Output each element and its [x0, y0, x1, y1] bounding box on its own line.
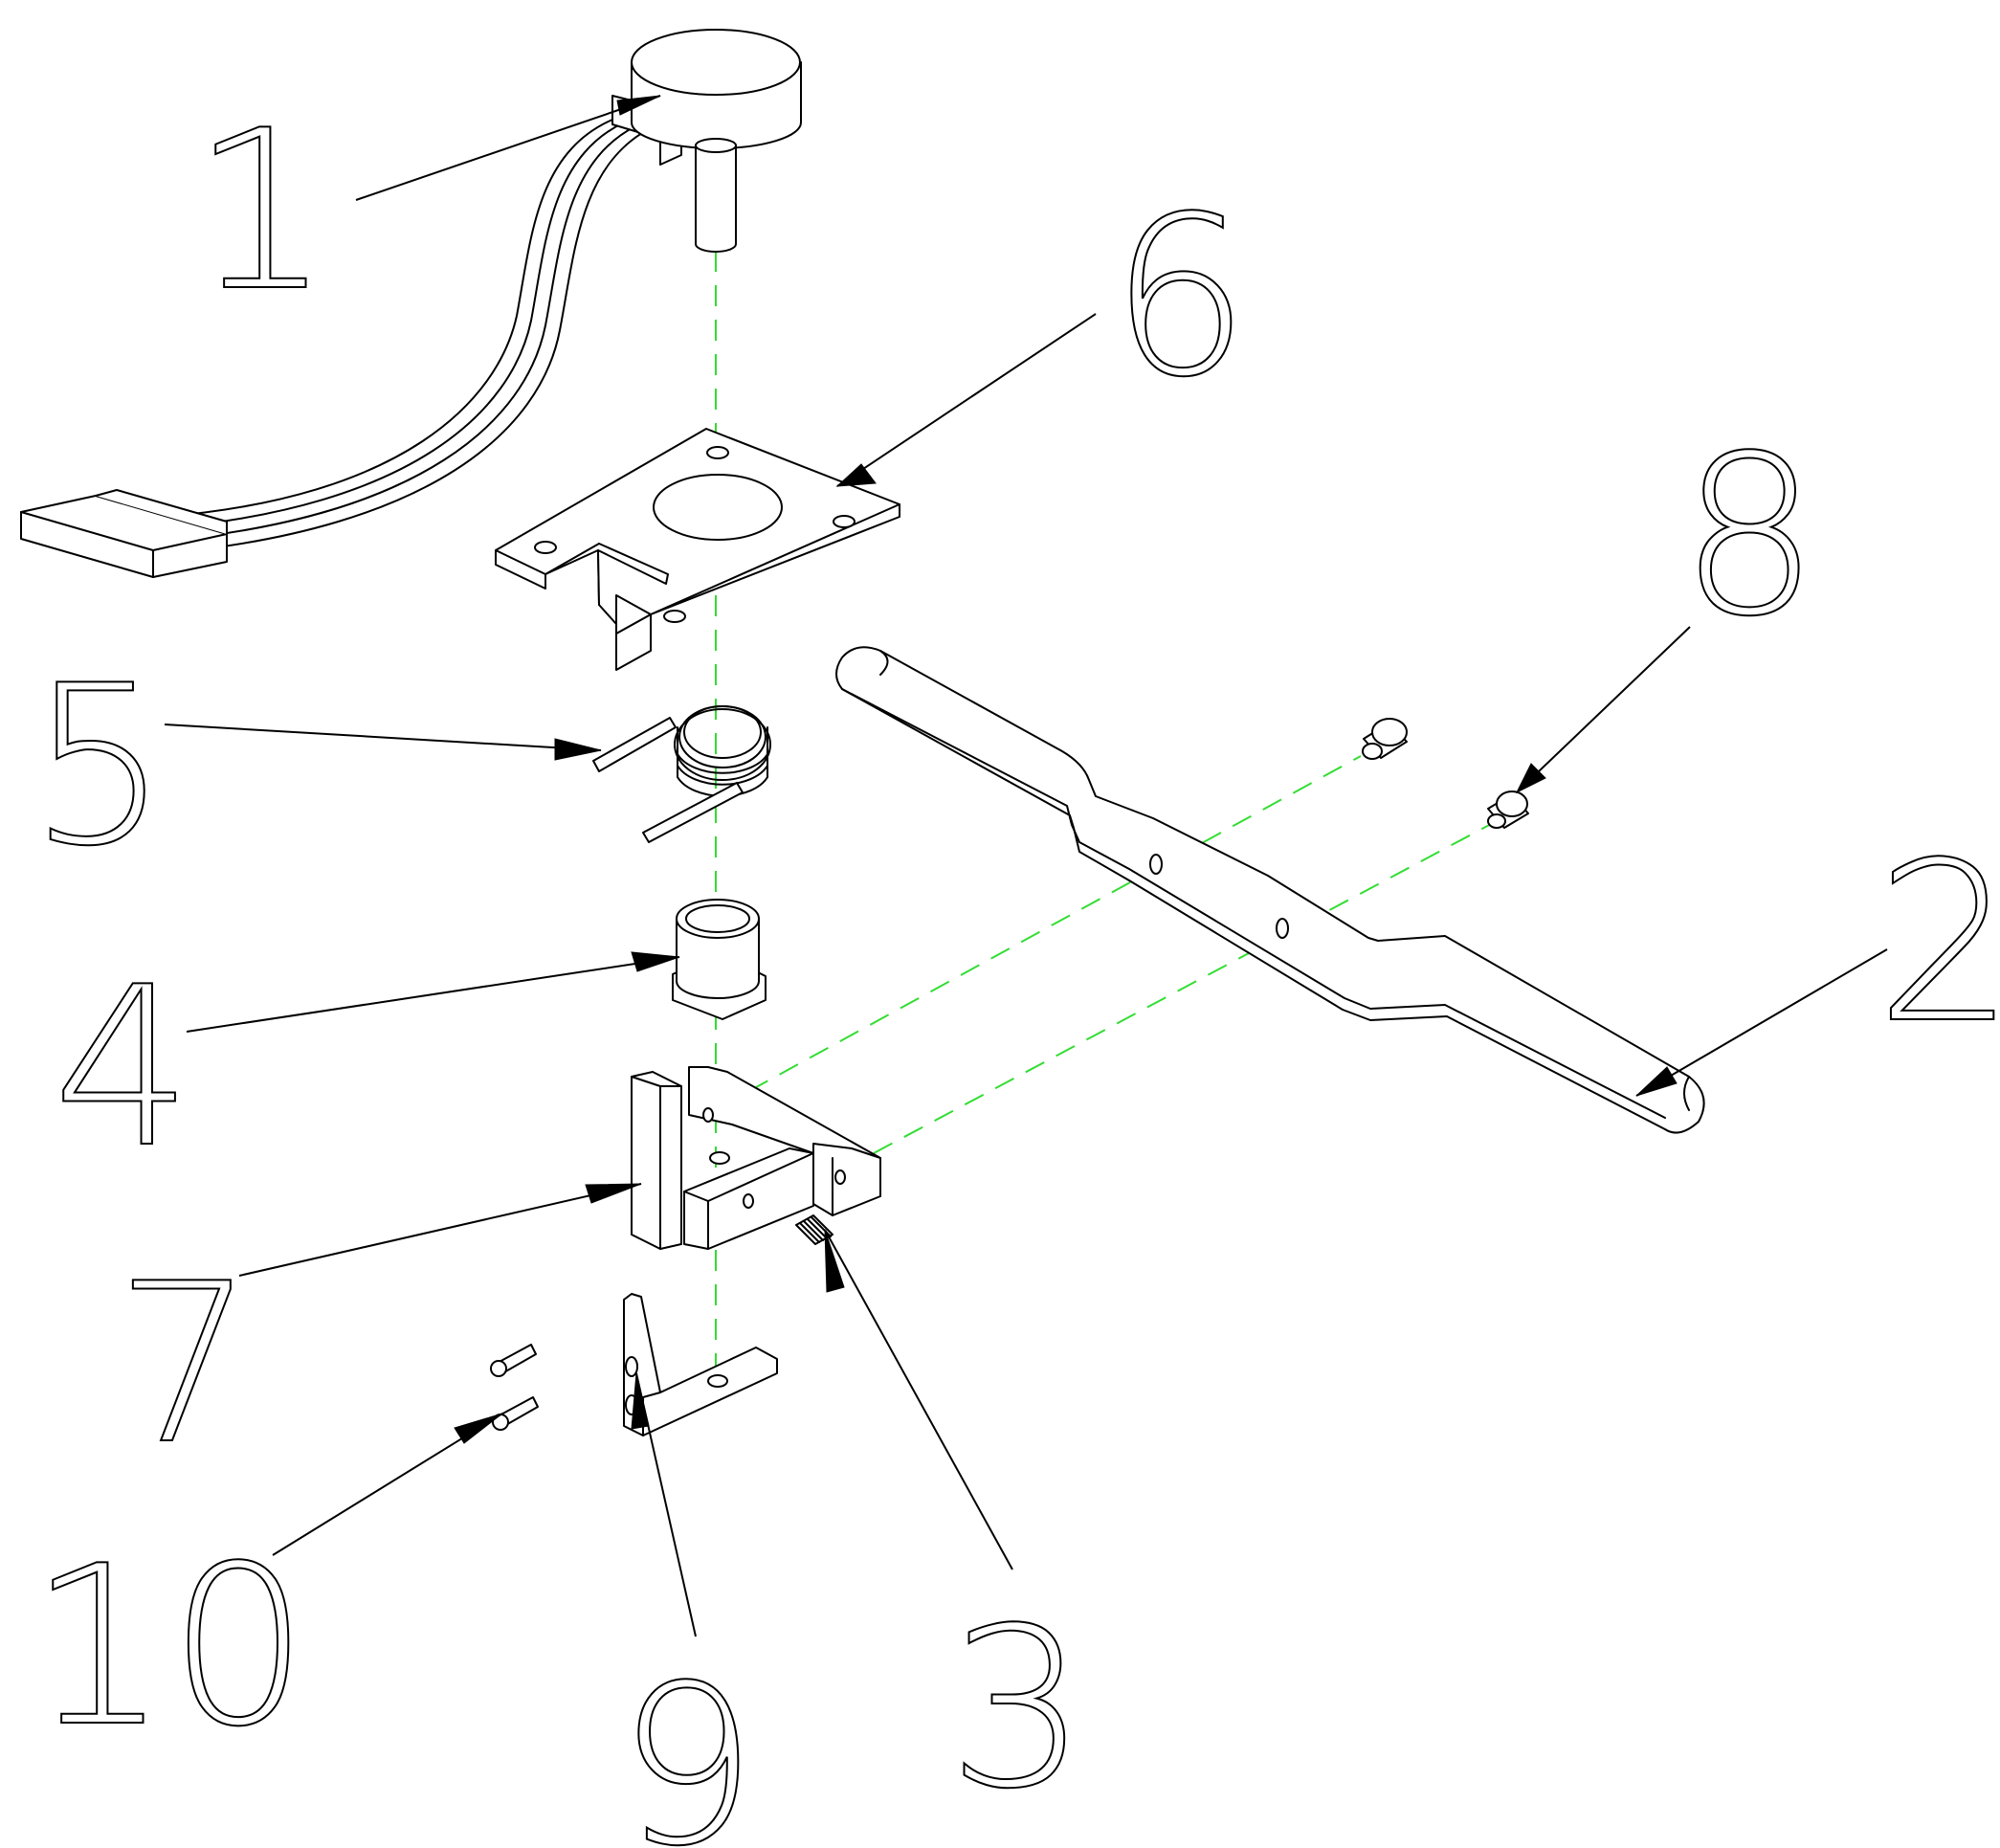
l-bracket	[623, 1293, 778, 1436]
callout-labels: 1 2 3 4 5 6 7 8 9 10	[28, 83, 2000, 1848]
callout-2: 2	[1876, 816, 2000, 1072]
pivot-screw-axis-lower	[873, 822, 1494, 1154]
callout-9: 9	[617, 1639, 757, 1848]
pivot-bracket	[631, 1066, 881, 1250]
pivot-screw-axis-upper	[748, 755, 1362, 1092]
callout-10: 10	[29, 1520, 309, 1775]
mounting-plate	[495, 428, 900, 671]
torsion-spring	[592, 705, 771, 843]
pivot-pins	[1362, 718, 1529, 829]
leader-lines	[164, 95, 1888, 1637]
callout-1: 1	[191, 84, 331, 340]
callout-3: 3	[947, 1582, 1087, 1837]
flanged-bushing	[672, 899, 767, 1020]
callout-4: 4	[53, 941, 192, 1196]
callout-7: 7	[115, 1237, 255, 1493]
lever-arm	[835, 646, 1705, 1134]
callout-8: 8	[1679, 410, 1819, 665]
callout-6: 6	[1110, 170, 1250, 426]
callout-5: 5	[29, 639, 168, 895]
motor-assembly	[20, 29, 802, 578]
